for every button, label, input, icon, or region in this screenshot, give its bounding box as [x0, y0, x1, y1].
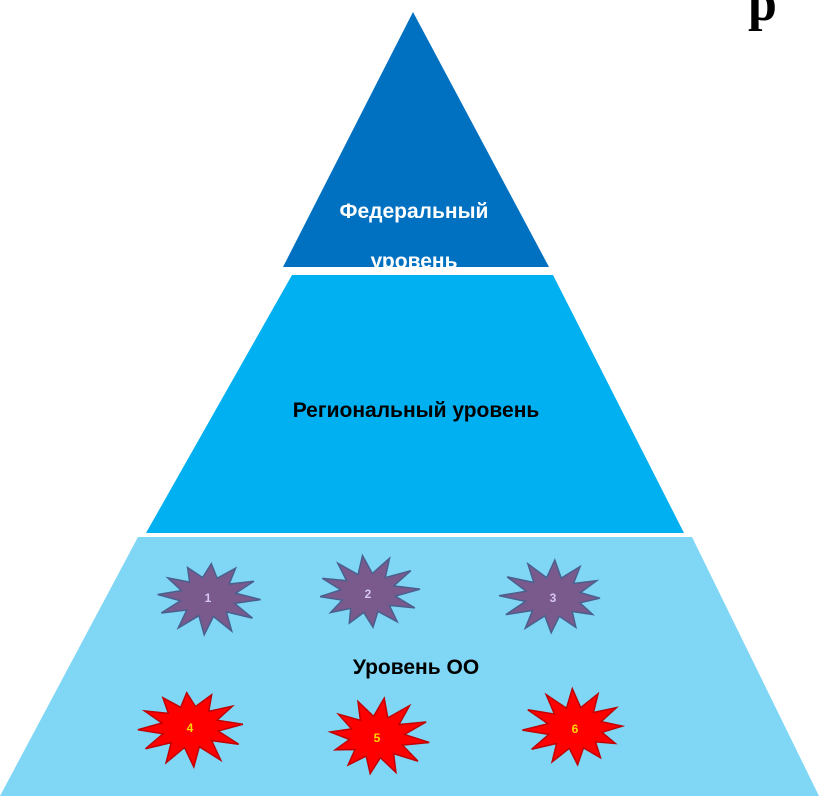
star-label-1: 1: [205, 591, 212, 605]
star-burst-5: [327, 696, 430, 776]
star-label-6: 6: [572, 722, 579, 736]
star-label-3: 3: [550, 591, 557, 605]
star-burst-3: [498, 558, 601, 635]
federal-level-tier: [283, 12, 549, 267]
star-label-4: 4: [187, 721, 194, 735]
star-label-2: 2: [365, 587, 372, 601]
partial-heading-glyph: р: [748, 0, 777, 32]
star-burst-6: [522, 686, 626, 767]
regional-level-tier: [146, 275, 684, 533]
oo-level-label: Уровень ОО: [353, 656, 479, 679]
regional-level-label: Региональный уровень: [293, 399, 540, 422]
star-burst-1: [157, 562, 261, 637]
stars-group: 1 2 3 4 5 6: [137, 553, 626, 776]
star-label-5: 5: [374, 731, 381, 745]
federal-level-label-line2: уровень: [371, 250, 458, 273]
star-burst-4: [137, 691, 244, 770]
federal-level-label-line1: Федеральный: [340, 200, 489, 223]
star-burst-2: [319, 553, 421, 629]
